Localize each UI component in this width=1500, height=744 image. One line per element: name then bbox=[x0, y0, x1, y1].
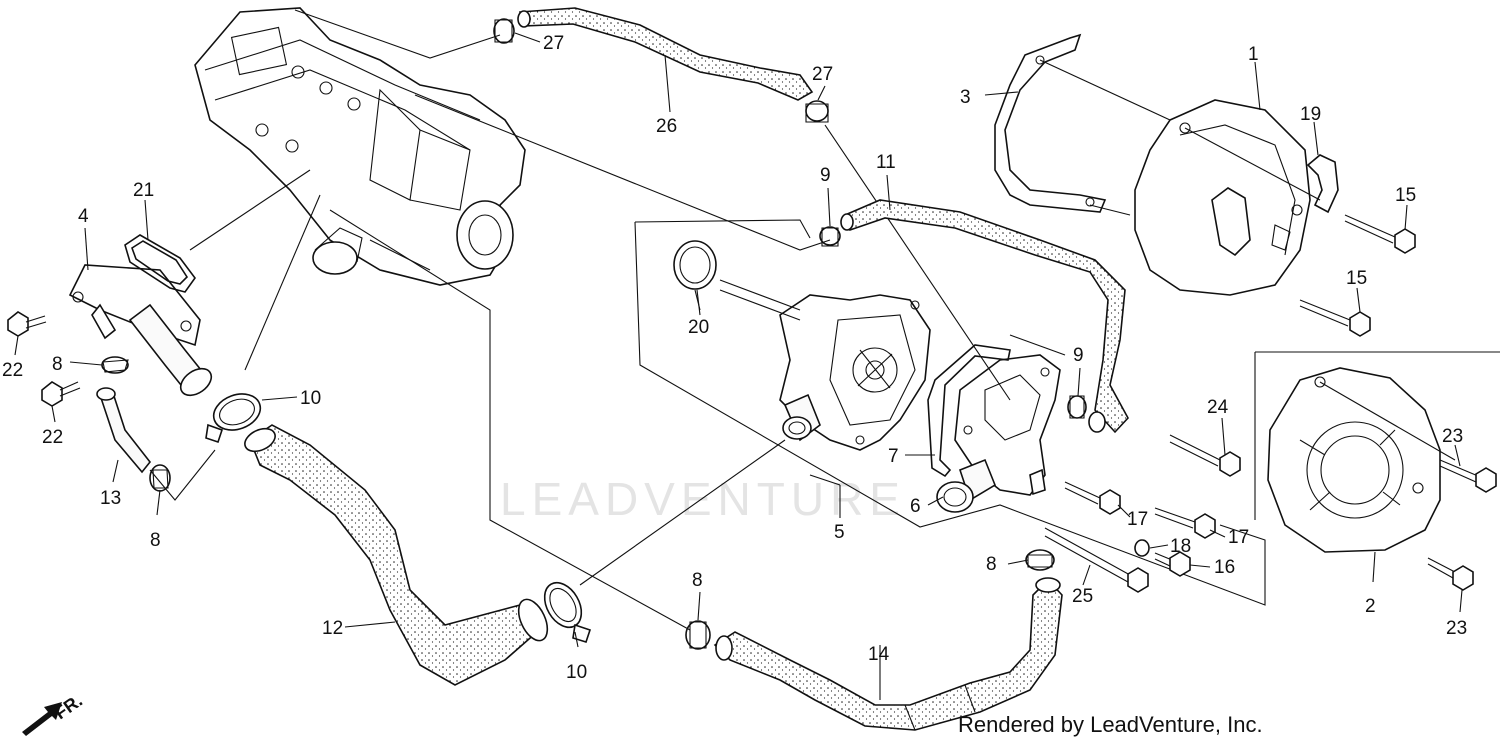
water-pipe bbox=[68, 264, 213, 397]
callout-8-lower-left: 8 bbox=[150, 530, 161, 551]
bolt-23-upper bbox=[1439, 459, 1497, 493]
callout-6: 6 bbox=[910, 496, 921, 517]
callout-labels: 1 2 3 4 5 6 7 8 8 8 8 9 9 10 10 11 12 13… bbox=[2, 33, 1467, 683]
pump-cover bbox=[936, 354, 1061, 513]
callout-13: 13 bbox=[100, 488, 121, 509]
hose-11 bbox=[844, 199, 1129, 434]
clamp-8-right bbox=[1025, 549, 1055, 571]
callout-9-lower: 9 bbox=[1073, 345, 1084, 366]
clip-19 bbox=[1306, 154, 1339, 214]
bolt-22-lower bbox=[41, 381, 81, 407]
callout-24: 24 bbox=[1207, 397, 1229, 418]
callout-8-upper-left: 8 bbox=[52, 354, 63, 375]
cover-1 bbox=[1134, 99, 1311, 296]
callout-10-lower: 10 bbox=[566, 662, 587, 683]
callout-26: 26 bbox=[656, 116, 677, 137]
o-ring-20 bbox=[673, 240, 717, 290]
callout-4: 4 bbox=[78, 206, 89, 227]
callout-16: 16 bbox=[1214, 557, 1235, 578]
callout-7: 7 bbox=[888, 446, 899, 467]
credit-text: Rendered by LeadVenture, Inc. bbox=[958, 712, 1263, 737]
pipe-gasket bbox=[124, 234, 196, 293]
bolt-17-left bbox=[1064, 481, 1121, 515]
callout-3: 3 bbox=[960, 87, 971, 108]
hose-13 bbox=[99, 388, 152, 474]
bolt-25 bbox=[1044, 527, 1149, 593]
cover-2 bbox=[1267, 367, 1441, 553]
engine-block bbox=[194, 7, 526, 286]
bolt-22-upper bbox=[7, 311, 47, 337]
clamp-10-upper bbox=[212, 393, 262, 431]
callout-23-lower: 23 bbox=[1446, 618, 1467, 639]
callout-11: 11 bbox=[876, 152, 896, 173]
clamp-8-bottom bbox=[685, 620, 711, 650]
callout-17-right: 17 bbox=[1228, 527, 1249, 548]
callout-25: 25 bbox=[1072, 586, 1093, 607]
callout-22-upper: 22 bbox=[2, 360, 23, 381]
callout-27-right: 27 bbox=[812, 64, 833, 85]
callout-leaders bbox=[14, 32, 1463, 700]
callout-1: 1 bbox=[1248, 44, 1259, 65]
hose-12 bbox=[249, 424, 547, 686]
callout-15-lower: 15 bbox=[1346, 268, 1367, 289]
hose-26 bbox=[519, 7, 814, 101]
clamp-9-lower bbox=[1067, 395, 1087, 419]
callout-22-lower: 22 bbox=[42, 427, 63, 448]
bolt-17-right bbox=[1154, 507, 1216, 539]
callout-23-upper: 23 bbox=[1442, 426, 1463, 447]
callout-27-left: 27 bbox=[543, 33, 564, 54]
callout-14: 14 bbox=[868, 644, 890, 665]
gasket-7 bbox=[927, 344, 1011, 478]
callout-8-right: 8 bbox=[986, 554, 997, 575]
callout-20: 20 bbox=[688, 317, 709, 338]
bolt-23-lower bbox=[1427, 557, 1474, 591]
callout-17-left: 17 bbox=[1127, 509, 1148, 530]
pump-group-box bbox=[634, 219, 1266, 606]
bolt-16 bbox=[1154, 551, 1191, 577]
clamp-9-upper bbox=[819, 226, 841, 247]
bolt-24 bbox=[1169, 434, 1241, 477]
callout-12: 12 bbox=[322, 618, 343, 639]
callout-5: 5 bbox=[834, 522, 845, 543]
callout-9-upper: 9 bbox=[820, 165, 831, 186]
callout-2: 2 bbox=[1365, 596, 1376, 617]
water-pump-body bbox=[719, 279, 931, 451]
front-arrow-icon: FR. bbox=[22, 690, 86, 736]
callout-15-upper: 15 bbox=[1395, 185, 1416, 206]
clamp-27-right bbox=[805, 100, 829, 123]
washer-18 bbox=[1134, 539, 1150, 557]
callout-18: 18 bbox=[1170, 536, 1191, 557]
callout-21: 21 bbox=[133, 180, 154, 201]
bolt-15-upper bbox=[1344, 214, 1416, 254]
callout-10-upper: 10 bbox=[300, 388, 321, 409]
callout-19: 19 bbox=[1300, 104, 1321, 125]
watermark: LEADVENTURE bbox=[500, 473, 906, 525]
bracket-3 bbox=[994, 33, 1107, 213]
clamp-27-left bbox=[493, 18, 515, 44]
callout-8-bottom: 8 bbox=[692, 570, 703, 591]
